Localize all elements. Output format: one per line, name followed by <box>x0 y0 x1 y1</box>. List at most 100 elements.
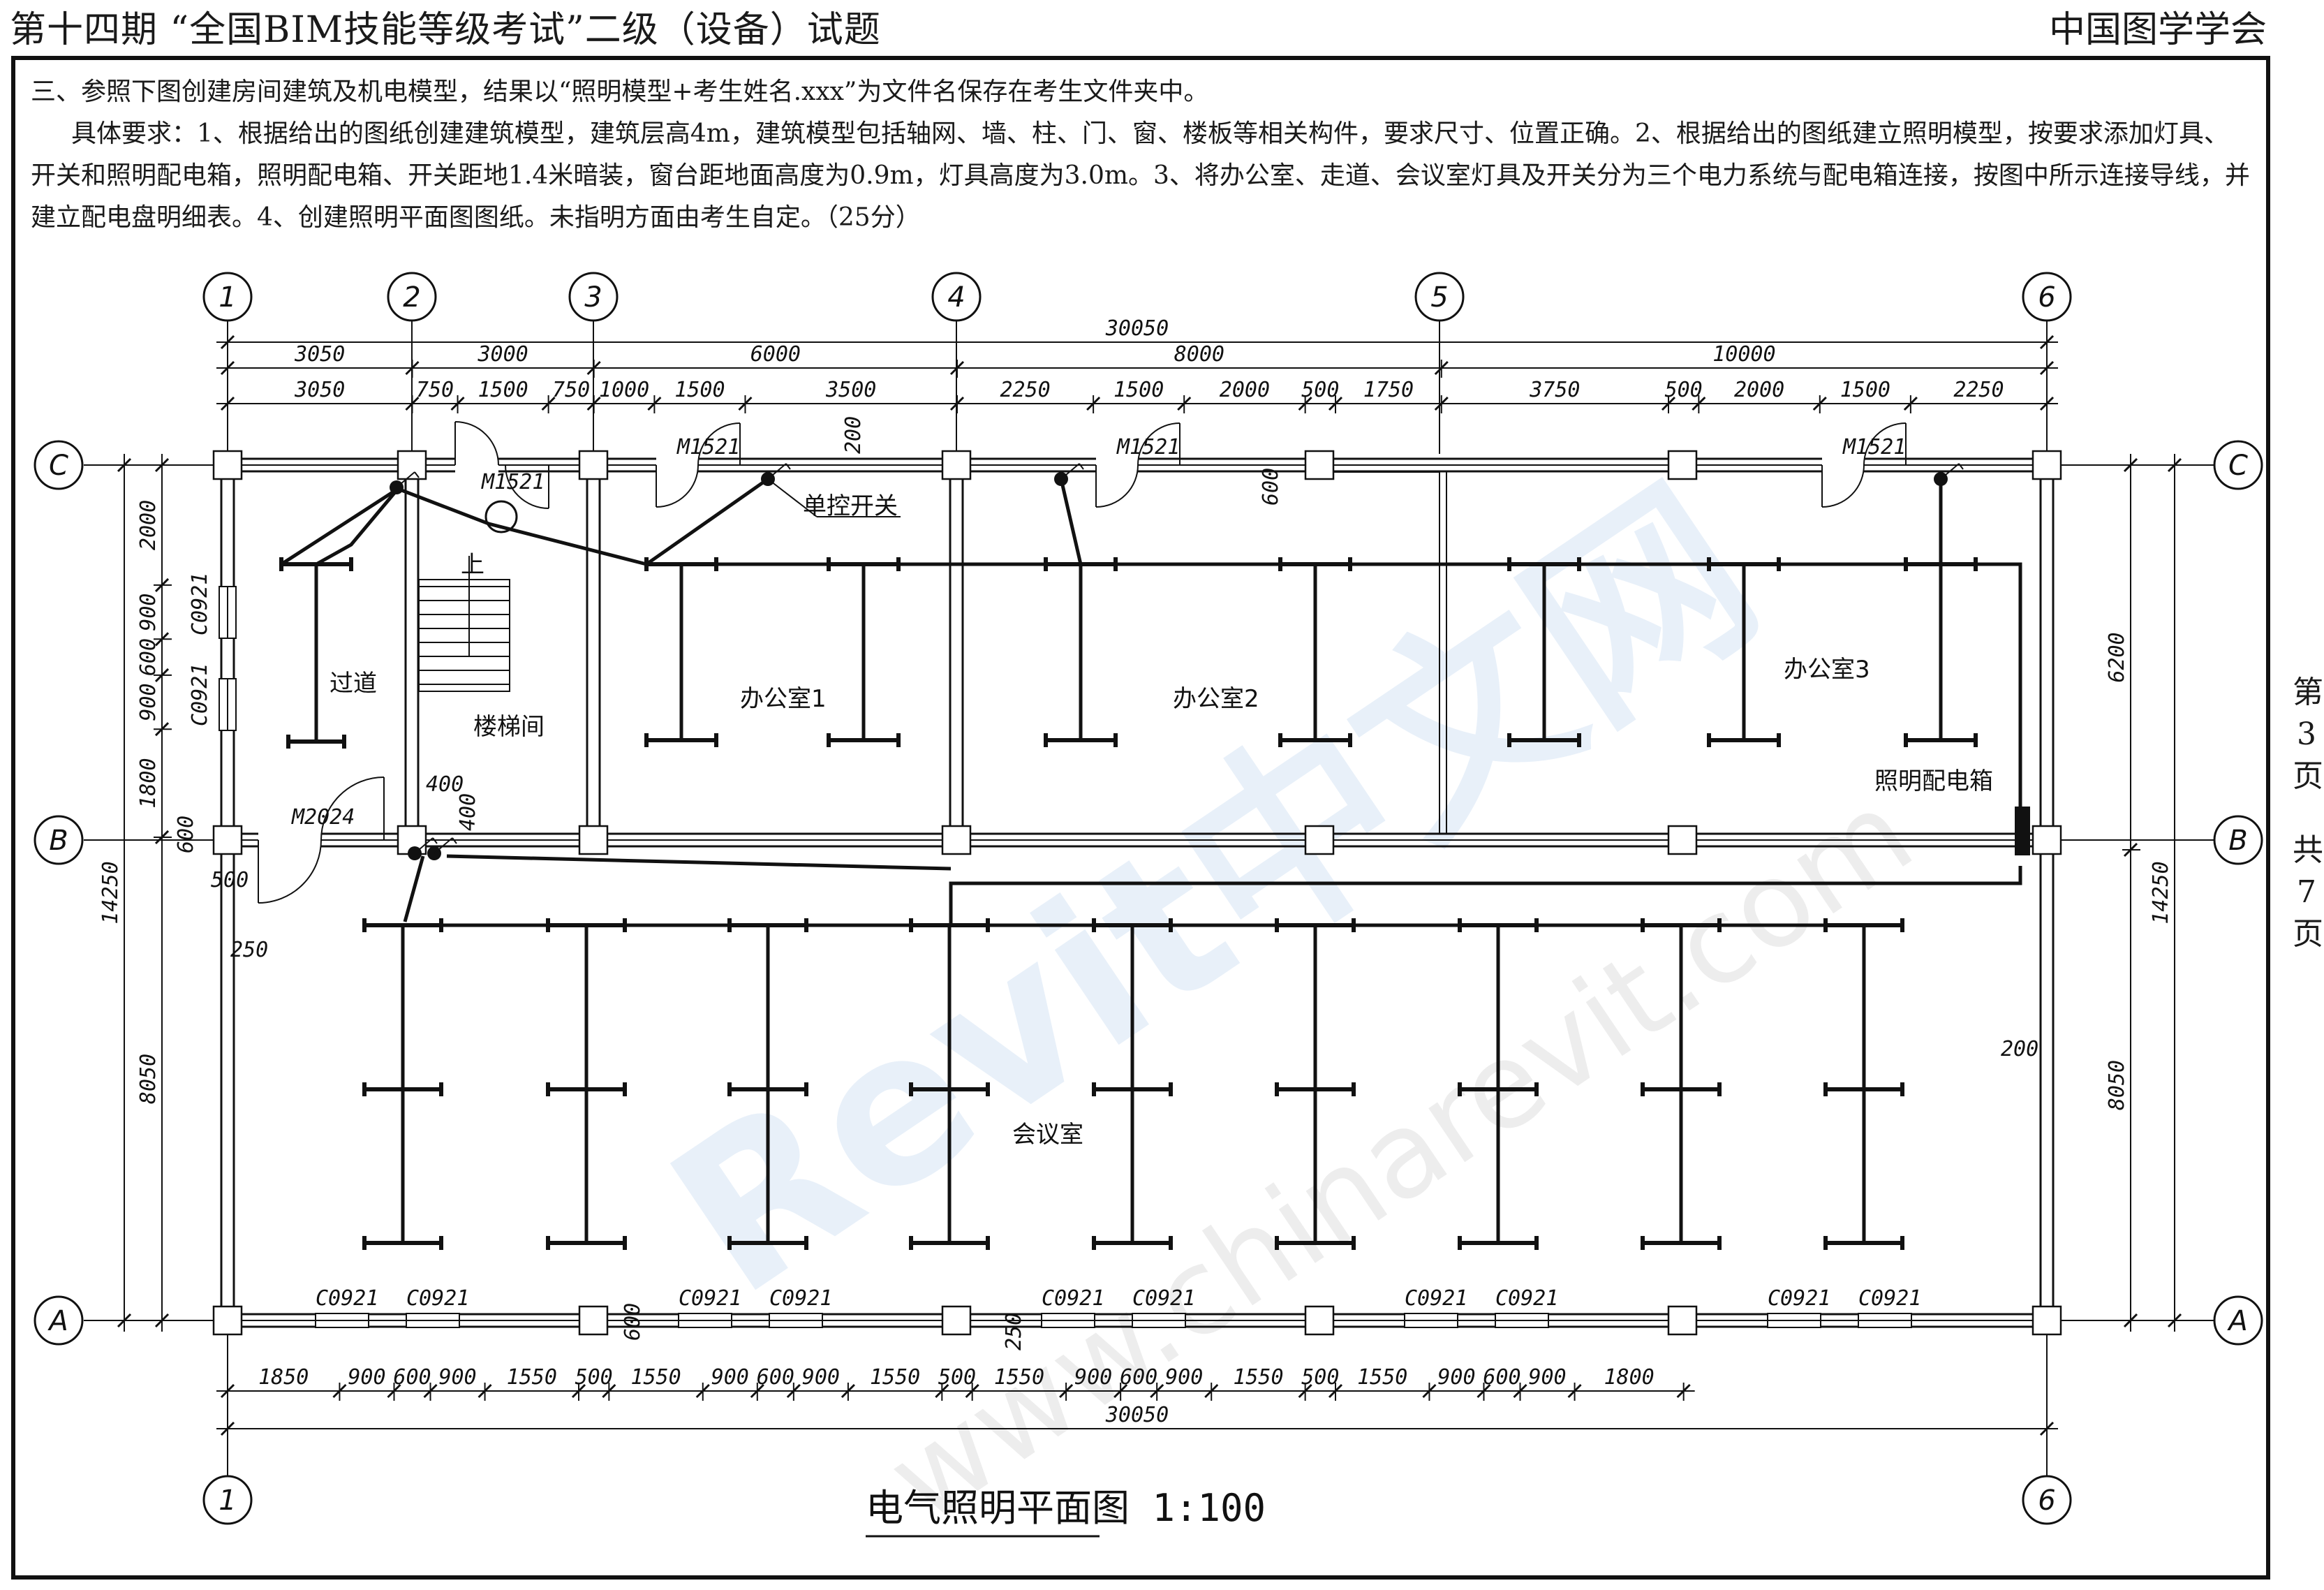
lighting-panel <box>2015 807 2030 855</box>
dim-detail-top-text-2: 1500 <box>478 378 528 402</box>
dim-left-inner-text-0: 2000 <box>136 500 161 550</box>
dim-detail-bottom-text-10: 1550 <box>870 1365 920 1390</box>
wire-office-circuit <box>646 562 2022 807</box>
dim-axis-top-text-2: 6000 <box>750 342 801 367</box>
column-11 <box>1304 825 1335 855</box>
dim-detail-bottom-text-2: 600 <box>393 1365 431 1390</box>
door-office2-left-opening <box>1096 457 1138 473</box>
dim-detail-bottom-text-8: 600 <box>757 1365 794 1390</box>
dim-detail-top-text-10: 500 <box>1301 378 1339 402</box>
wire-corridor-lamp <box>315 487 399 566</box>
door-label-stair: M1521 <box>481 470 545 494</box>
page-char-2: 3 <box>2297 716 2316 752</box>
grid-bottom-6-label: 6 <box>2038 1485 2055 1517</box>
drawing-sheet-border <box>11 56 2270 1580</box>
grid-bottom-1-label: 1 <box>219 1485 236 1517</box>
grid-top-1-bubble <box>202 272 253 322</box>
door-label-office1: M1521 <box>676 435 740 459</box>
page-indicator: 第 3 页 共 7 页 <box>2293 672 2323 955</box>
column-10 <box>941 825 972 855</box>
dim-detail-bottom-text-17: 500 <box>1301 1365 1339 1390</box>
grid-top-6-label: 6 <box>2038 281 2055 314</box>
wire-office1-switch <box>645 477 769 566</box>
switch-meeting-1-handle <box>414 837 434 854</box>
dim-left-inner-text-3: 900 <box>136 683 161 721</box>
task-description: 三、参照下图创建房间建筑及机电模型，结果以“照明模型+考生姓名.xxx”为文件名… <box>31 71 2251 239</box>
grid-left-C-bubble <box>34 440 84 490</box>
door-meeting-left-swing <box>258 839 322 904</box>
door-office3-left-opening <box>1822 457 1864 473</box>
grid-bottom-6-bubble <box>2022 1475 2072 1525</box>
door-office3-right-swing <box>1863 422 1907 466</box>
window-label-bottom-5: C0921 <box>1132 1286 1195 1311</box>
dim-detail-top-text-16: 2250 <box>1953 378 2004 402</box>
door-office1-left-swing <box>656 464 699 508</box>
dim-axis-top-text-1: 3000 <box>477 342 528 367</box>
dim-detail-bottom-text-3: 900 <box>438 1365 476 1390</box>
dim-detail-top-text-11: 1750 <box>1363 378 1414 402</box>
dim-detail-bottom-text-18: 1550 <box>1357 1365 1407 1390</box>
wire-meeting-switch <box>446 854 952 871</box>
dim-detail-top-text-0: 3050 <box>294 378 345 402</box>
dim-detail-top-text-13: 500 <box>1665 378 1703 402</box>
dim-detail-bottom-text-13: 900 <box>1074 1365 1112 1390</box>
stair-outline <box>418 579 510 692</box>
switch-meeting-2-handle <box>434 837 453 854</box>
dim-detail-top-text-8: 1500 <box>1113 378 1164 402</box>
dim-axis-top-text-0: 3050 <box>294 342 345 367</box>
dim-detail-top-text-12: 3750 <box>1529 378 1580 402</box>
dim-detail-top-text-7: 2250 <box>1000 378 1050 402</box>
grid-top-3-label: 3 <box>584 281 602 314</box>
dim-detail-bottom-text-19: 900 <box>1437 1365 1475 1390</box>
dim-detail-bottom-text-14: 600 <box>1120 1365 1157 1390</box>
dim-misc-200-right: 200 <box>2001 1037 2038 1061</box>
door-office2-right-swing <box>1137 422 1180 466</box>
door-stair-left-swing <box>454 421 499 466</box>
dim-detail-top-text-1: 750 <box>416 378 454 402</box>
window-label-bottom-2: C0921 <box>679 1286 741 1311</box>
dim-misc-200-top: 200 <box>841 416 866 454</box>
grid-top-2-bubble <box>387 272 437 322</box>
grid-right-C-bubble <box>2213 440 2263 490</box>
grid-right-C-label: C <box>2228 450 2248 482</box>
column-16 <box>941 1305 972 1336</box>
grid-right-B-label: B <box>2228 825 2247 857</box>
dim-detail-bottom-text-21: 900 <box>1528 1365 1566 1390</box>
dim-misc-600-left: 600 <box>174 816 198 853</box>
grid-top-3-bubble <box>568 272 619 322</box>
dim-left-inner-text-4: 1800 <box>136 758 161 808</box>
switch-office2-handle <box>1060 463 1080 480</box>
dim-detail-top-text-15: 1500 <box>1840 378 1890 402</box>
column-4 <box>1304 450 1335 480</box>
column-14 <box>212 1305 243 1336</box>
window-label-bottom-0: C0921 <box>316 1286 378 1311</box>
page-char-3: 页 <box>2293 758 2323 794</box>
dim-detail-bottom-text-9: 900 <box>802 1365 840 1390</box>
dim-detail-bottom-text-16: 1550 <box>1233 1365 1283 1390</box>
wire-meeting-left <box>403 855 425 922</box>
column-6 <box>2031 450 2062 480</box>
wire-office2-switch <box>1059 478 1083 565</box>
grid-top-6-bubble <box>2022 272 2072 322</box>
grid-left-A-bubble <box>34 1295 84 1346</box>
dim-detail-bottom-text-22: 1800 <box>1604 1365 1654 1390</box>
switch-meeting-1-tip <box>432 837 438 844</box>
dim-detail-top-text-14: 2000 <box>1734 378 1784 402</box>
column-7 <box>212 825 243 855</box>
switch-office3-handle <box>1940 463 1960 480</box>
dim-right-inner-text-0: 6200 <box>2105 632 2129 682</box>
dim-detail-bottom-text-5: 500 <box>575 1365 613 1390</box>
grid-left-B-bubble <box>34 815 84 865</box>
grid-top-1-label: 1 <box>219 281 236 314</box>
dim-axis-top-text-4: 10000 <box>1712 342 1775 367</box>
dim-axis-top-text-3: 8000 <box>1174 342 1224 367</box>
column-13 <box>2031 825 2062 855</box>
dim-detail-bottom-text-20: 600 <box>1483 1365 1520 1390</box>
dim-misc-250-left: 250 <box>230 938 268 962</box>
wire-meeting-feed <box>949 866 2022 925</box>
switch-office3-tip <box>1958 463 1964 470</box>
door-meeting-right-swing <box>320 776 385 841</box>
grid-top-4-label: 4 <box>947 281 965 314</box>
dim-detail-top-text-3: 750 <box>552 378 590 402</box>
door-label-office3: M1521 <box>1842 435 1906 459</box>
